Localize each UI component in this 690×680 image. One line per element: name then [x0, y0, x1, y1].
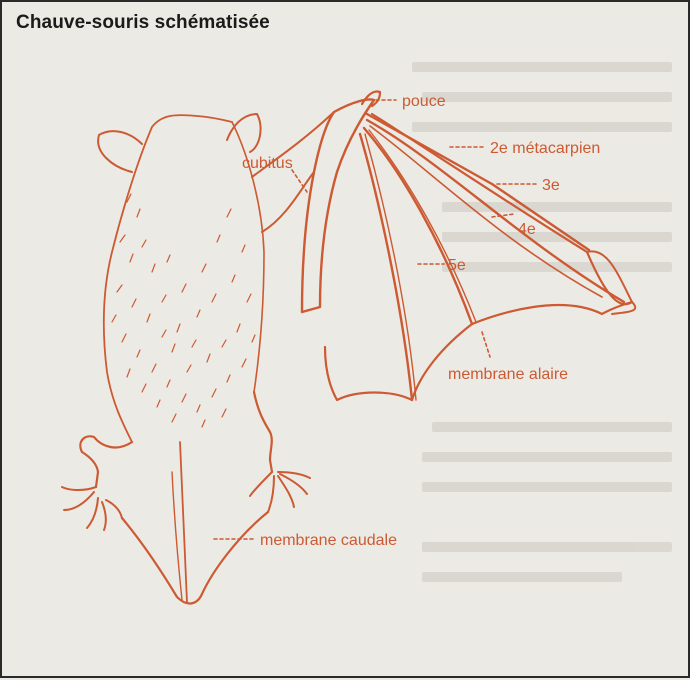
tail-membrane — [122, 512, 268, 603]
leader-cubitus — [292, 170, 307, 192]
left-leg — [80, 436, 132, 487]
label-cubitus: cubitus — [242, 155, 293, 172]
label-5e: 5e — [448, 257, 466, 274]
left-foot — [62, 487, 122, 530]
digit-5 — [360, 134, 412, 400]
right-leg — [254, 392, 272, 472]
label-membrane-alaire: membrane alaire — [448, 366, 568, 383]
head-outline — [152, 115, 232, 127]
right-ear — [227, 114, 261, 152]
label-membrane-caudale: membrane caudale — [260, 532, 397, 549]
body-outline-left — [104, 127, 152, 442]
fur-hatching — [112, 194, 255, 427]
label-pouce: pouce — [402, 93, 446, 110]
label-3e: 3e — [542, 177, 560, 194]
digit-4 — [364, 128, 472, 324]
right-foot — [250, 472, 310, 512]
tail-inner-line — [172, 472, 182, 600]
tail-bone — [180, 442, 187, 602]
label-4e: 4e — [518, 221, 536, 238]
label-2e-metacarpien: 2e métacarpien — [490, 140, 600, 157]
left-ear — [98, 131, 142, 172]
leader-membrane-alaire — [482, 332, 490, 357]
